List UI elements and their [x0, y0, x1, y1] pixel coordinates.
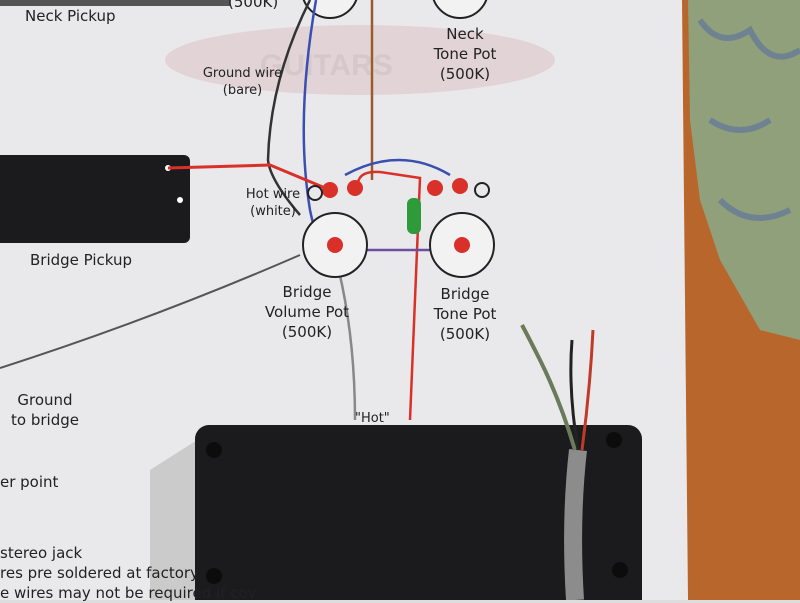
- bridge-ground-wire: [0, 254, 301, 369]
- label-line: Tone Pot: [433, 45, 497, 63]
- label-line: (500K): [439, 65, 491, 83]
- label-line: Ground: [17, 391, 73, 409]
- solder-point-label: er point: [0, 473, 59, 491]
- bridge-pickup-label: Bridge Pickup: [30, 251, 133, 269]
- watermark-ellipse: [165, 25, 555, 95]
- label-line: (bare): [222, 83, 263, 98]
- neck-pickup-body: [0, 0, 230, 6]
- ground-wire: [266, 0, 312, 216]
- note-line: stereo jack: [0, 544, 83, 562]
- ground-wire-label: Ground wire (bare): [200, 65, 285, 99]
- neck-volume-pot: [302, 0, 358, 19]
- ground-to-bridge-label: Ground to bridge: [5, 390, 85, 430]
- hot-label: "Hot": [355, 411, 390, 426]
- label-line: (500K): [281, 323, 333, 341]
- pickup-cable: [564, 448, 587, 600]
- neck-volume-value: (500K): [228, 0, 279, 11]
- label-line: Volume Pot: [264, 303, 350, 321]
- neck-pickup-label: Neck Pickup: [25, 7, 116, 25]
- bridge-pickup: [0, 155, 190, 243]
- label-line: Hot wire: [245, 187, 301, 202]
- notes: stereo jack res pre soldered at factory …: [0, 543, 257, 603]
- label-line: Bridge: [440, 285, 490, 303]
- neck-tone-pot-label: Neck Tone Pot (500K): [420, 24, 510, 84]
- neck-tone-pot: [432, 0, 488, 19]
- label-line: Neck: [446, 25, 484, 43]
- watermark-text: GUITARS: [260, 49, 393, 82]
- label-line: to bridge: [11, 411, 79, 429]
- label-line: (500K): [439, 325, 491, 343]
- fabric: [688, 0, 800, 340]
- hot-wire: [167, 163, 331, 192]
- label-line: (white): [250, 204, 296, 219]
- note-line: e wires may not be required if cov: [0, 584, 257, 602]
- label-line: Ground wire: [202, 66, 283, 81]
- label-line: Bridge: [282, 283, 332, 301]
- fabric-pattern: [697, 18, 800, 221]
- label-line: Tone Pot: [433, 305, 497, 323]
- pickup: [195, 425, 642, 600]
- capacitor: [407, 198, 421, 234]
- hot-wire-label: Hot wire (white): [238, 186, 308, 220]
- bridge-tone-pot-label: Bridge Tone Pot (500K): [420, 284, 510, 344]
- note-line: res pre soldered at factory: [0, 564, 199, 582]
- bridge-volume-pot-label: Bridge Volume Pot (500K): [262, 282, 352, 342]
